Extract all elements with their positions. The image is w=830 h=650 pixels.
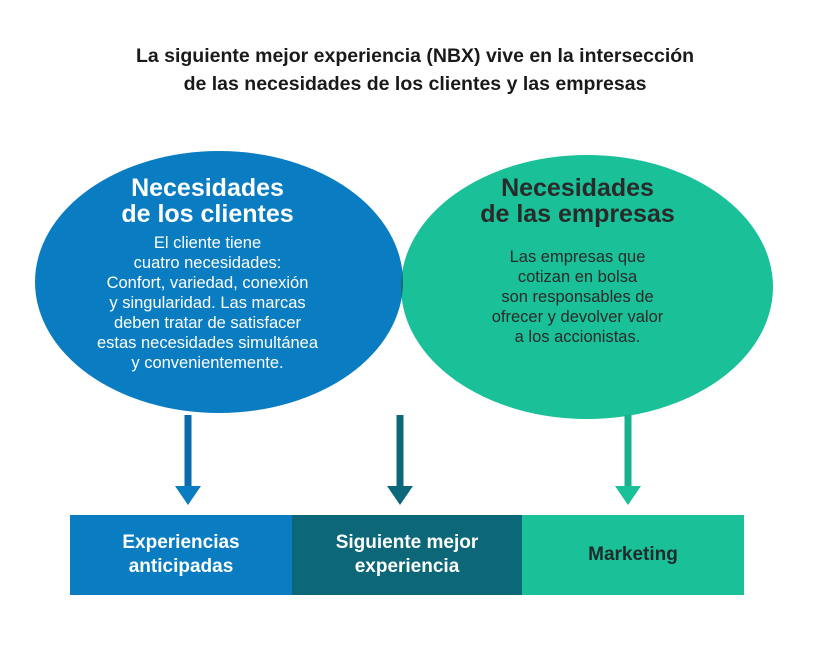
title-line-1: La siguiente mejor experiencia (NBX) viv…: [135, 45, 695, 67]
left-body-line: Confort, variedad, conexión: [106, 274, 309, 292]
left-circle-heading: Necesidades de los clientes: [55, 175, 360, 227]
left-body-line: El cliente tiene: [153, 234, 262, 252]
diagram-title: La siguiente mejor experiencia (NBX) viv…: [40, 42, 790, 98]
left-body-line: y singularidad. Las marcas: [109, 294, 306, 312]
arrow-middle: [387, 415, 413, 505]
left-body-line: y convenientemente.: [131, 354, 284, 372]
left-circle-text: Necesidades de los clientes El cliente t…: [55, 175, 360, 373]
arrow-left: [175, 415, 201, 505]
title-line-2: de las necesidades de los clientes y las…: [183, 73, 647, 95]
right-body-line: a los accionistas.: [514, 328, 641, 346]
left-body-line: estas necesidades simultánea: [96, 334, 319, 352]
bar-experiencias-anticipadas: Experiencias anticipadas: [70, 515, 292, 595]
left-body-line: cuatro necesidades:: [133, 254, 282, 272]
left-circle: [35, 151, 403, 413]
bar-marketing: Marketing: [522, 515, 744, 595]
left-heading-line: Necesidades: [131, 174, 284, 202]
arrow-right: [615, 415, 641, 505]
right-circle-body: Las empresas que cotizan en bolsa son re…: [435, 247, 720, 347]
right-circle-text: Necesidades de las empresas Las empresas…: [435, 175, 720, 347]
left-heading-line: de los clientes: [121, 200, 294, 228]
bar-siguiente-mejor-experiencia: Siguiente mejor experiencia: [292, 515, 522, 595]
right-circle: [401, 155, 773, 419]
right-body-line: Las empresas que: [509, 248, 646, 266]
right-body-line: ofrecer y devolver valor: [491, 308, 664, 326]
right-body-line: son responsables de: [501, 288, 654, 306]
bar-label-line: Experiencias: [122, 532, 240, 553]
bar-label-line: anticipadas: [128, 556, 234, 577]
bar-label-line: experiencia: [354, 556, 460, 577]
left-body-line: deben tratar de satisfacer: [113, 314, 302, 332]
right-body-line: cotizan en bolsa: [517, 268, 638, 286]
right-heading-line: de las empresas: [480, 200, 675, 228]
bar-label-line: Siguiente mejor: [335, 532, 479, 553]
right-heading-line: Necesidades: [501, 174, 654, 202]
left-circle-body: El cliente tiene cuatro necesidades: Con…: [55, 233, 360, 373]
bar-label-line: Marketing: [588, 544, 678, 565]
right-circle-heading: Necesidades de las empresas: [435, 175, 720, 227]
